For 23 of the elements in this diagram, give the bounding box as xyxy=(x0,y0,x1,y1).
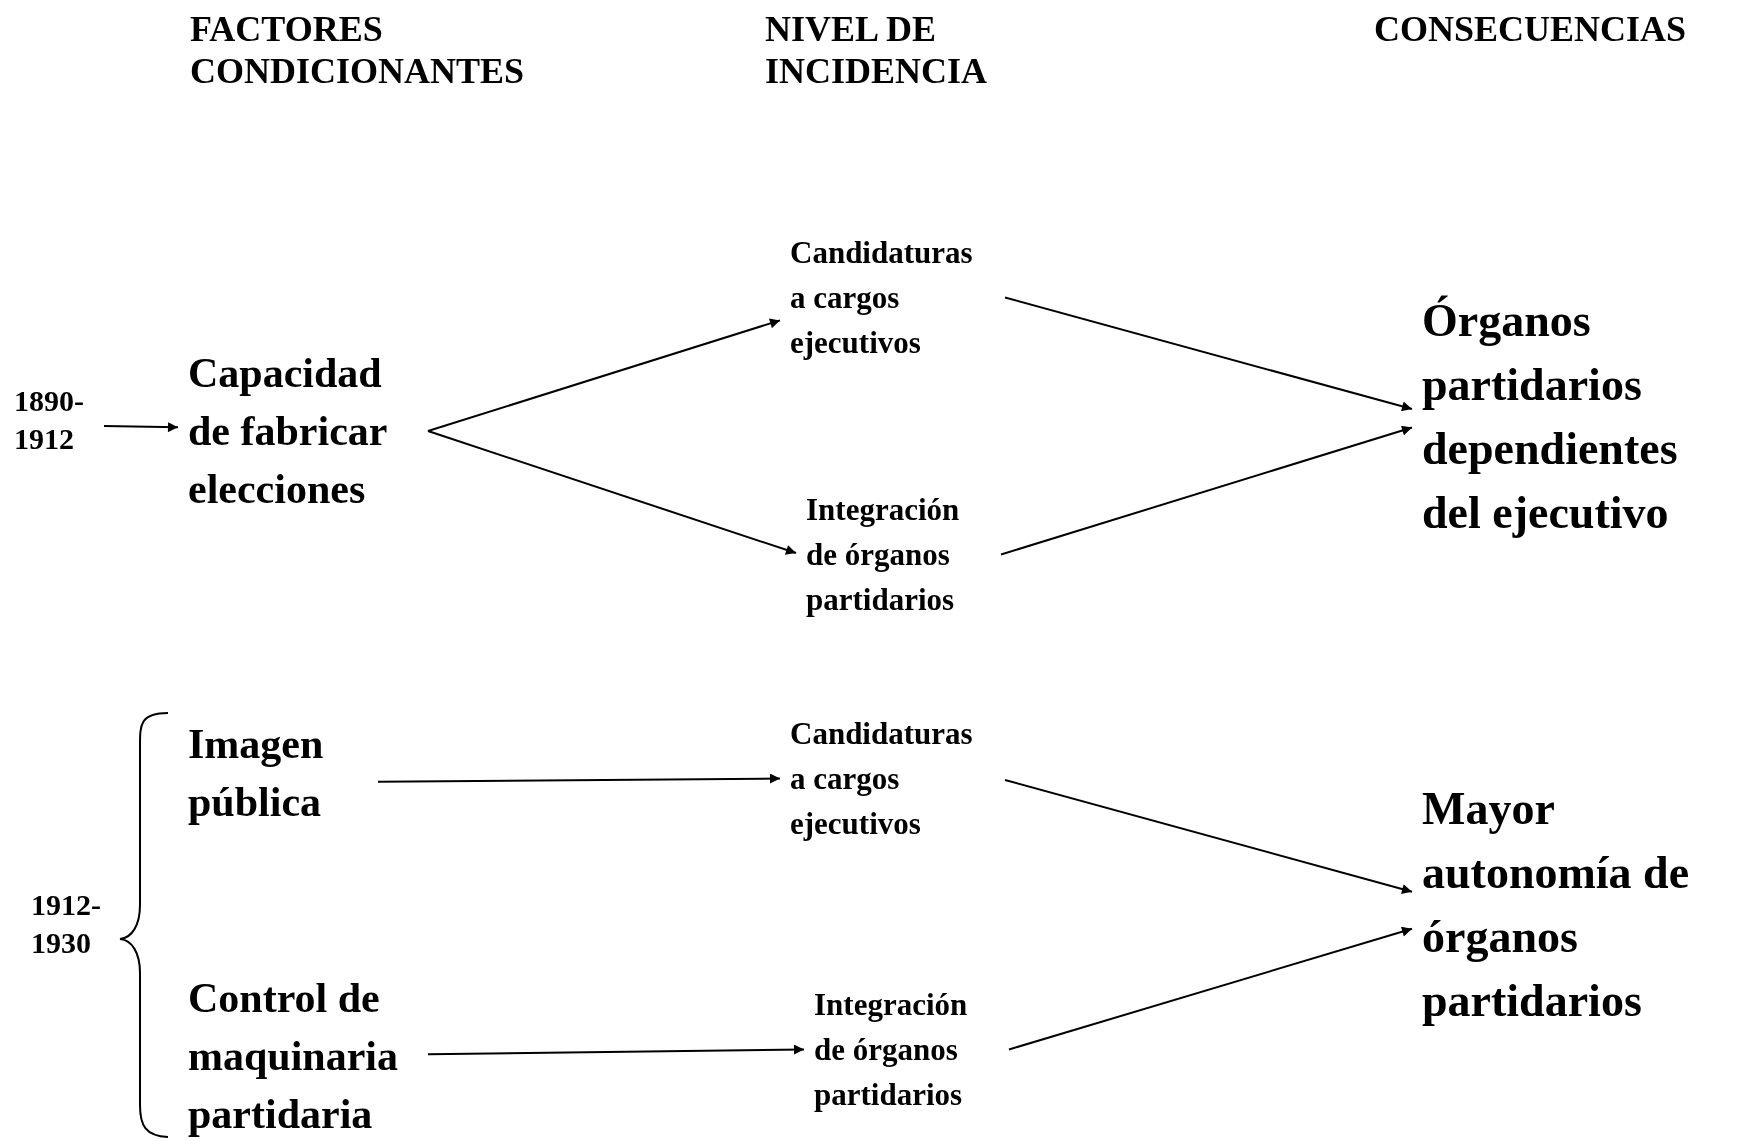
node-text: Integración de órganos partidarios xyxy=(806,491,961,619)
node-text: Imagen pública xyxy=(188,720,325,827)
node-text: Candidaturas a cargos ejecutivos xyxy=(790,715,974,843)
node-text: Mayor autonomía de órganos partidarios xyxy=(1422,782,1691,1028)
node-text: Órganos partidarios dependientes del ejecutivo xyxy=(1422,294,1679,540)
node-text: 1890- 1912 xyxy=(14,383,85,457)
arrow xyxy=(427,318,781,432)
arrow xyxy=(103,422,179,433)
arrow xyxy=(1000,425,1413,556)
column-heading: NIVEL DE INCIDENCIA xyxy=(765,8,989,92)
arrow xyxy=(1004,778,1413,894)
node-text: Candidaturas a cargos ejecutivos xyxy=(790,234,974,362)
node-text: Control de maquinaria partidaria xyxy=(188,974,400,1139)
column-heading: CONSECUENCIAS xyxy=(1374,8,1688,50)
arrow xyxy=(1004,296,1413,412)
arrow xyxy=(427,1044,805,1056)
arrow xyxy=(377,773,781,784)
node-text: Integración de órganos partidarios xyxy=(814,986,969,1114)
column-heading: FACTORES CONDICIONANTES xyxy=(190,8,526,92)
arrow xyxy=(1008,926,1413,1051)
node-text: Capacidad de fabricar elecciones xyxy=(188,349,388,514)
node-text: 1912- 1930 xyxy=(31,887,101,961)
arrow xyxy=(427,430,797,555)
